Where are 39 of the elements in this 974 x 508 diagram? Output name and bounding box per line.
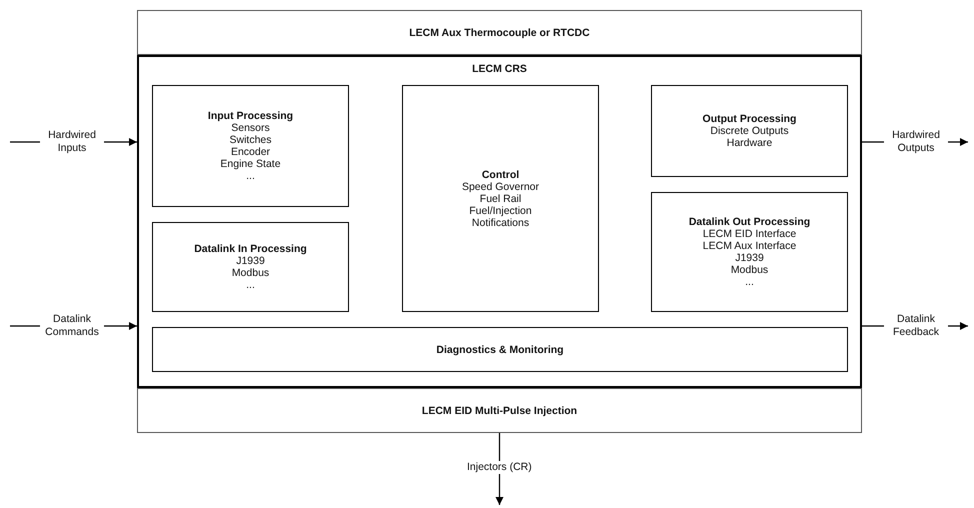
box-heading: LECM Aux Thermocouple or RTCDC (409, 26, 590, 38)
process-box (152, 222, 349, 312)
process-box (651, 192, 848, 312)
process-box (651, 85, 848, 177)
box-heading: Input Processing (208, 110, 294, 122)
box-item: Switches (229, 134, 272, 146)
box-item: Fuel/Injection (469, 204, 532, 216)
outer-box (137, 10, 862, 433)
box-item: Sensors (231, 122, 270, 134)
box-item: Engine State (220, 158, 281, 170)
box-item: ... (745, 276, 754, 288)
process-box (402, 85, 599, 312)
box-item: ... (246, 279, 255, 291)
box-heading: LECM CRS (472, 63, 527, 75)
edge-label: Hardwired Outputs (884, 129, 948, 155)
box-heading: Datalink Out Processing (688, 216, 810, 228)
box-item: J1939 (735, 252, 764, 264)
box-item: Hardware (726, 137, 772, 149)
box-heading: Output Processing (702, 113, 796, 125)
box-item: J1939 (236, 255, 265, 267)
box-item: Notifications (472, 216, 530, 228)
box-item: ... (246, 170, 255, 182)
box-heading: Diagnostics & Monitoring (436, 344, 564, 356)
box-item: Modbus (730, 264, 768, 276)
box-heading: Datalink In Processing (194, 243, 307, 255)
edge-label: Injectors (CR) (466, 460, 533, 474)
box-item: Speed Governor (462, 180, 540, 192)
module-box (137, 55, 862, 388)
edge-label: Hardwired Inputs (40, 129, 104, 155)
box-item: Fuel Rail (480, 192, 522, 204)
box-item: Modbus (232, 267, 270, 279)
box-item: LECM EID Interface (702, 228, 796, 240)
box-item: Discrete Outputs (710, 125, 789, 137)
process-bar (152, 327, 848, 372)
box-item: LECM Aux Interface (702, 240, 796, 252)
process-box (152, 85, 349, 207)
box-item: Encoder (230, 146, 270, 158)
box-heading: Control (482, 168, 520, 180)
box-heading: LECM EID Multi-Pulse Injection (422, 404, 578, 416)
